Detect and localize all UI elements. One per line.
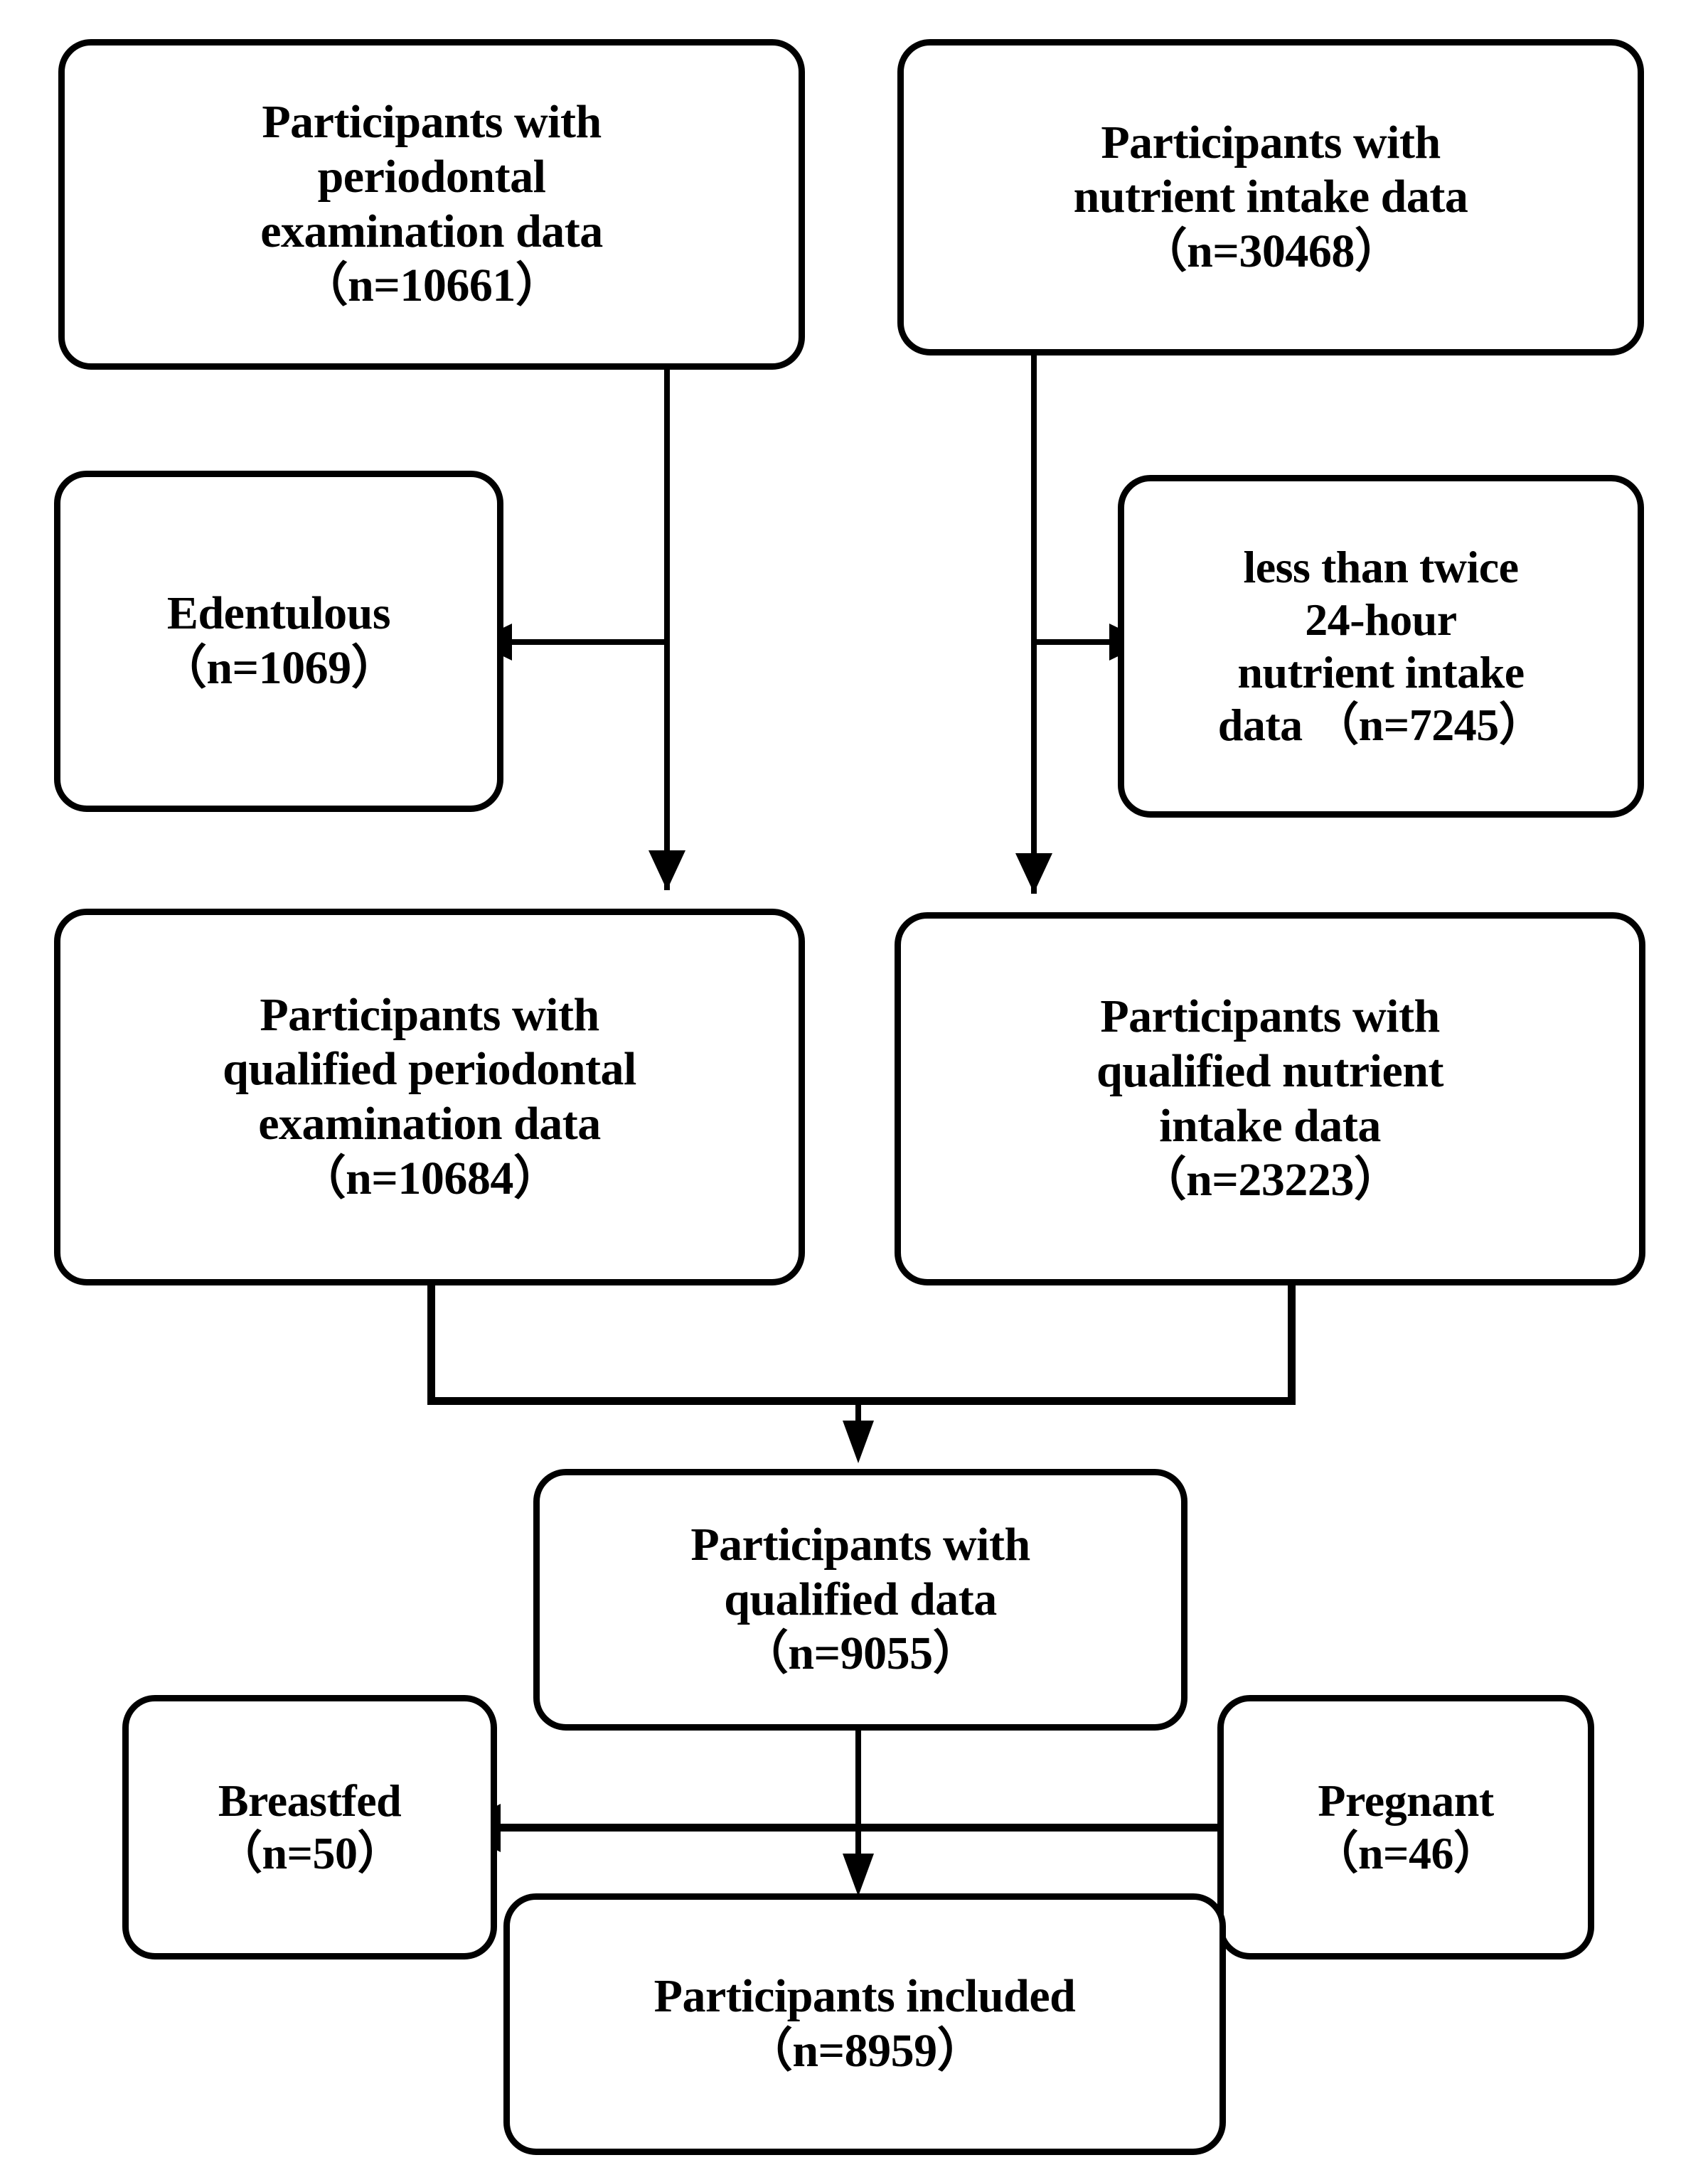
arrowhead-down-qualified-nutrient-icon — [1015, 853, 1052, 893]
connector-merge-left-stem — [427, 1280, 435, 1405]
arrowhead-down-included-icon — [843, 1854, 874, 1896]
connector-nutrient-down — [1031, 350, 1037, 894]
connector-nutrient-to-lessthantwice — [1031, 639, 1114, 645]
node-pregnant: Pregnant （n=46） — [1217, 1695, 1594, 1959]
node-nutrient-intake-data: Participants with nutrient intake data （… — [897, 39, 1644, 355]
node-label: Edentulous （n=1069） — [159, 587, 398, 694]
node-label: Participants with nutrient intake data （… — [1073, 116, 1468, 277]
connector-periodontal-down — [664, 364, 670, 890]
node-qualified-data: Participants with qualified data （n=9055… — [533, 1469, 1187, 1731]
node-less-than-twice-24-hour: less than twice 24-hour nutrient intake … — [1118, 475, 1644, 818]
node-label: Pregnant （n=46） — [1313, 1775, 1499, 1878]
connector-merge-down — [855, 1397, 861, 1431]
connector-merge-bar — [427, 1397, 1296, 1405]
node-participants-included: Participants included （n=8959） — [503, 1893, 1226, 2155]
connector-merge-right-stem — [1288, 1280, 1296, 1405]
node-label: Breastfed （n=50） — [216, 1775, 403, 1878]
connector-periodontal-to-edentulous — [512, 639, 667, 645]
node-breastfed: Breastfed （n=50） — [122, 1695, 497, 1959]
arrowhead-down-qualified-data-icon — [843, 1421, 874, 1463]
node-qualified-nutrient-intake-data: Participants with qualified nutrient int… — [895, 912, 1645, 1285]
connector-qualified-data-down-upper — [855, 1721, 861, 1841]
node-label: Participants included （n=8959） — [653, 1970, 1076, 2077]
node-label: less than twice 24-hour nutrient intake … — [1217, 541, 1544, 751]
node-label: Participants with periodontal examinatio… — [260, 96, 603, 312]
arrowhead-down-qualified-periodontal-icon — [648, 850, 685, 890]
node-qualified-periodontal-examination-data: Participants with qualified periodontal … — [54, 909, 805, 1285]
connector-qualified-data-down-lower — [855, 1824, 861, 1871]
node-label: Participants with qualified nutrient int… — [1096, 990, 1443, 1207]
node-edentulous: Edentulous （n=1069） — [54, 471, 503, 812]
node-label: Participants with qualified periodontal … — [223, 988, 636, 1204]
node-label: Participants with qualified data （n=9055… — [690, 1519, 1030, 1680]
node-periodontal-examination-data: Participants with periodontal examinatio… — [58, 39, 805, 370]
